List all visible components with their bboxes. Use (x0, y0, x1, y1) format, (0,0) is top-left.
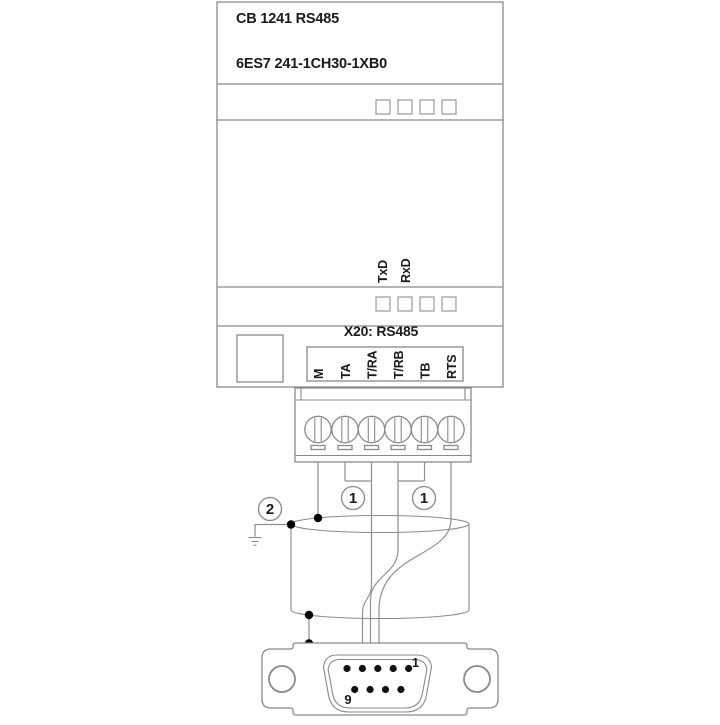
pin-1-label: 1 (412, 655, 419, 670)
pin (343, 664, 351, 673)
screw-terminal (384, 415, 412, 444)
terminal-label-rts: RTS (445, 355, 459, 379)
screw-terminals (304, 415, 465, 444)
connector-flange (261, 642, 499, 716)
screw-terminal (331, 415, 359, 444)
cable-shield (290, 514, 470, 620)
terminal-label-tra: T/RA (366, 350, 380, 379)
screw-terminal (357, 415, 386, 444)
wire-clamp (443, 444, 459, 451)
junction-m-shield (313, 513, 323, 523)
terminal-label-box-outline (306, 346, 464, 382)
wire-clamp (390, 444, 406, 451)
pin-9-label: 9 (344, 692, 351, 707)
callout-pair-right-label: 1 (420, 490, 428, 507)
led-square (419, 99, 435, 115)
terminal-label-trb: T/RB (392, 350, 406, 379)
led-square (375, 296, 391, 312)
module-order-number: 6ES7 241-1CH30-1XB0 (236, 56, 387, 72)
junction-dots (286, 513, 323, 648)
terminal-label-box: M TA T/RA T/RB TB RTS (306, 346, 464, 382)
terminal-label-ta: TA (339, 363, 353, 379)
mounting-hole-left (268, 665, 296, 693)
screw-terminal (410, 415, 439, 444)
pin (389, 664, 397, 673)
pin (405, 664, 413, 673)
shield-bottom-arc (290, 609, 470, 620)
wire-clamp (416, 444, 433, 451)
pin (381, 685, 390, 694)
module-body: CB 1241 RS485 6ES7 241-1CH30-1XB0 TxD Rx… (216, 1, 504, 388)
pin (351, 685, 359, 694)
module-connector-square (236, 334, 284, 383)
pin (358, 664, 366, 673)
dshell-outer (322, 654, 433, 713)
terminal-label-tb: TB (419, 363, 433, 379)
terminal-block (294, 387, 472, 463)
led-square (419, 296, 435, 312)
connector-pins (343, 664, 413, 694)
port-label: X20: RS485 (344, 323, 419, 339)
wire-rts-to-pin (378, 462, 452, 666)
rxd-label: RxD (399, 258, 413, 283)
led-square (375, 99, 391, 115)
pin (366, 685, 374, 694)
callout-pair-left-label: 1 (349, 490, 357, 507)
led-square (397, 296, 413, 312)
wire-clamp (310, 444, 326, 451)
pin (374, 664, 382, 673)
wires (308, 462, 452, 687)
module-outline (216, 1, 504, 388)
junction-shield-bottom (304, 610, 314, 620)
mounting-hole-right (463, 665, 491, 693)
led-square (441, 99, 457, 115)
callout-circle-shield (257, 496, 283, 522)
callout-shield-label: 2 (266, 501, 274, 518)
led-square (441, 296, 457, 312)
dshell-inner (327, 658, 428, 709)
wire-pair2-to-pin (369, 462, 399, 687)
ground-symbol (248, 523, 291, 546)
ground-lead (254, 523, 291, 537)
dsub9-connector: 1 9 (261, 642, 499, 716)
status-led-row-2 (375, 296, 457, 312)
junction-shield-ground (286, 520, 296, 529)
wire-clamps (310, 444, 459, 451)
callout-circle-pair-right (411, 485, 437, 511)
wire-pair1-to-pin (361, 462, 373, 666)
pin (397, 685, 405, 694)
screw-terminal (304, 415, 332, 444)
terminal-label-m: M (312, 369, 326, 379)
module-title: CB 1241 RS485 (236, 11, 339, 27)
led-square (397, 99, 413, 115)
callout-circle-pair-left (340, 485, 366, 511)
wire-clamp (363, 444, 380, 451)
wire-clamp (337, 444, 353, 451)
callouts: 1 1 2 (257, 485, 437, 522)
screw-terminal (437, 415, 465, 444)
status-led-row-1 (375, 99, 457, 115)
txd-label: TxD (376, 260, 390, 283)
